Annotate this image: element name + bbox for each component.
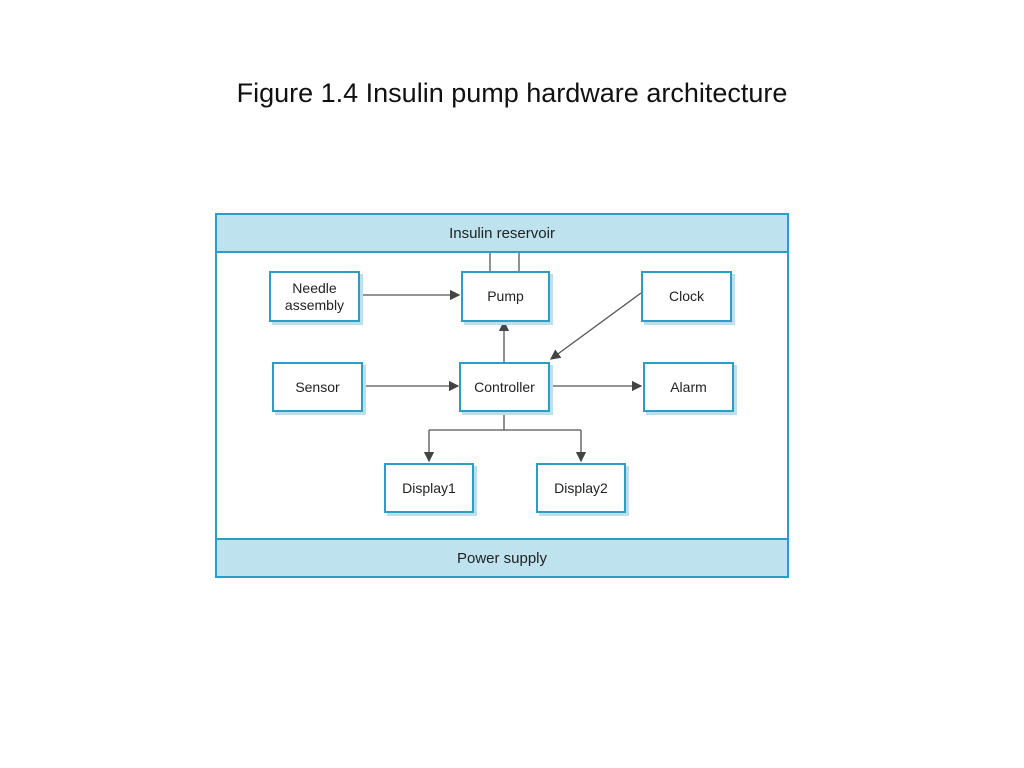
display1-node: Display1 <box>384 463 474 513</box>
slide-title: Figure 1.4 Insulin pump hardware archite… <box>236 78 788 108</box>
sensor-node: Sensor <box>272 362 363 412</box>
insulin-reservoir-band: Insulin reservoir <box>215 213 789 253</box>
controller-node: Controller <box>459 362 550 412</box>
needle-assembly-node: Needle assembly <box>269 271 360 322</box>
clock-node: Clock <box>641 271 732 322</box>
pump-node: Pump <box>461 271 550 322</box>
power-supply-band: Power supply <box>215 538 789 578</box>
display2-node: Display2 <box>536 463 626 513</box>
alarm-node: Alarm <box>643 362 734 412</box>
clock-to-controller-arrow <box>549 292 642 360</box>
